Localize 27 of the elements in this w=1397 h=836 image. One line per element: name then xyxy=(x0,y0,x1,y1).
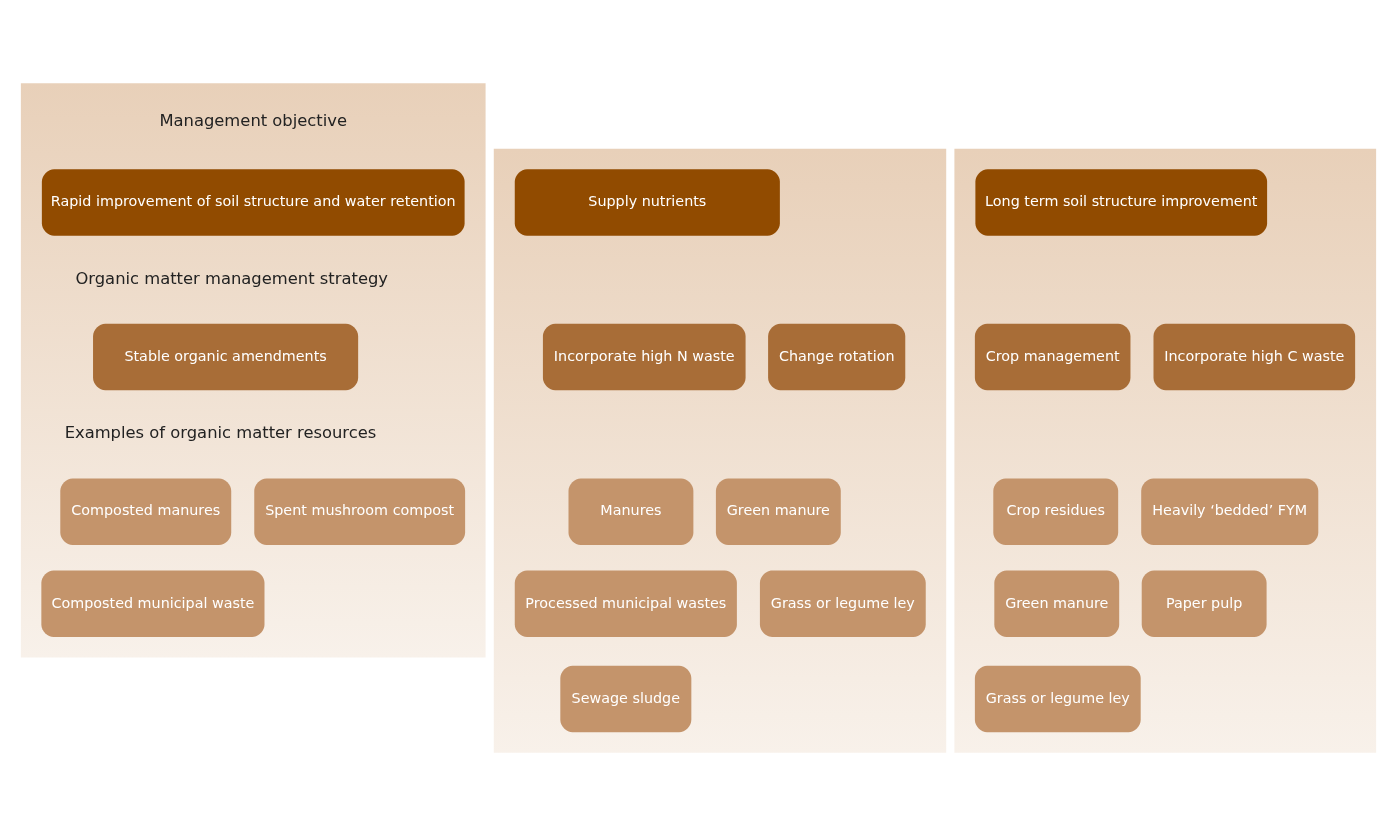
cluster xyxy=(20,83,486,658)
node-box: Paper pulp xyxy=(1141,570,1267,638)
node-box: Processed municipal wastes xyxy=(514,570,737,638)
label: Examples of organic matter resources xyxy=(64,423,377,443)
label: Management objective xyxy=(159,111,348,131)
node-box: Manures xyxy=(568,478,694,545)
node-box: Crop management xyxy=(974,323,1131,391)
node-box: Rapid improvement of soil structure and water retention xyxy=(41,169,465,236)
node-box: Crop residues xyxy=(993,478,1119,545)
node-box: Long term soil structure improvement xyxy=(975,169,1268,236)
node-box: Green manure xyxy=(715,478,841,545)
node-box: Green manure xyxy=(994,570,1120,638)
node-box: Grass or legume ley xyxy=(974,665,1141,733)
node-box: Heavily ‘bedded’ FYM xyxy=(1141,478,1319,545)
cluster xyxy=(954,148,1377,753)
node-box: Change rotation xyxy=(768,323,906,391)
node-box: Composted manures xyxy=(60,478,232,545)
label: Organic matter management strategy xyxy=(75,268,389,288)
node-box: Spent mushroom compost xyxy=(254,478,466,545)
node-box: Grass or legume ley xyxy=(759,570,926,638)
node-box: Incorporate high N waste xyxy=(542,323,746,391)
node-box: Supply nutrients xyxy=(514,169,780,236)
cluster xyxy=(493,148,947,753)
node-box: Composted municipal waste xyxy=(41,570,265,638)
node-box: Sewage sludge xyxy=(560,665,692,733)
node-box: Incorporate high C waste xyxy=(1153,323,1356,391)
node-box: Stable organic amendments xyxy=(93,323,359,391)
